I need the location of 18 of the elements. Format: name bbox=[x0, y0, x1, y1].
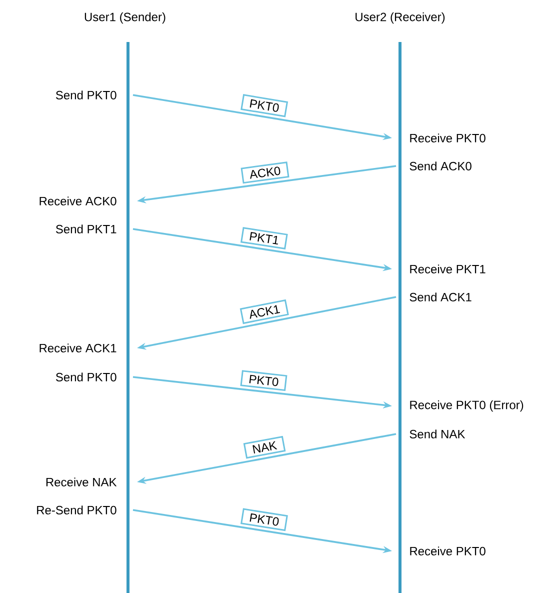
event-text: Receive PKT0 (Error) bbox=[410, 400, 524, 412]
event-text: Receive NAK bbox=[46, 478, 117, 486]
edge-label: ACK1 bbox=[240, 299, 289, 324]
event-text: Send PKT0 bbox=[56, 90, 116, 100]
event-text: Send NAK bbox=[410, 430, 466, 438]
event-text: Receive ACK0 bbox=[40, 196, 116, 206]
event-text: Receive ACK1 bbox=[40, 344, 116, 352]
event-text: Receive PKT0 bbox=[410, 546, 486, 556]
lane-title: User1 (Sender) bbox=[84, 12, 166, 24]
event-text: Send ACK0 bbox=[410, 162, 472, 170]
edge-label: ACK0 bbox=[240, 162, 290, 184]
event-text: Send PKT0 bbox=[56, 372, 116, 382]
event-text: Receive PKT0 bbox=[410, 134, 486, 142]
lane-title: User2 (Receiver) bbox=[356, 12, 445, 24]
event-text: Send ACK1 bbox=[410, 292, 472, 302]
event-text: Re-Send PKT0 bbox=[37, 506, 116, 514]
event-text: Send PKT1 bbox=[56, 224, 116, 234]
event-text: Receive PKT1 bbox=[410, 264, 486, 274]
